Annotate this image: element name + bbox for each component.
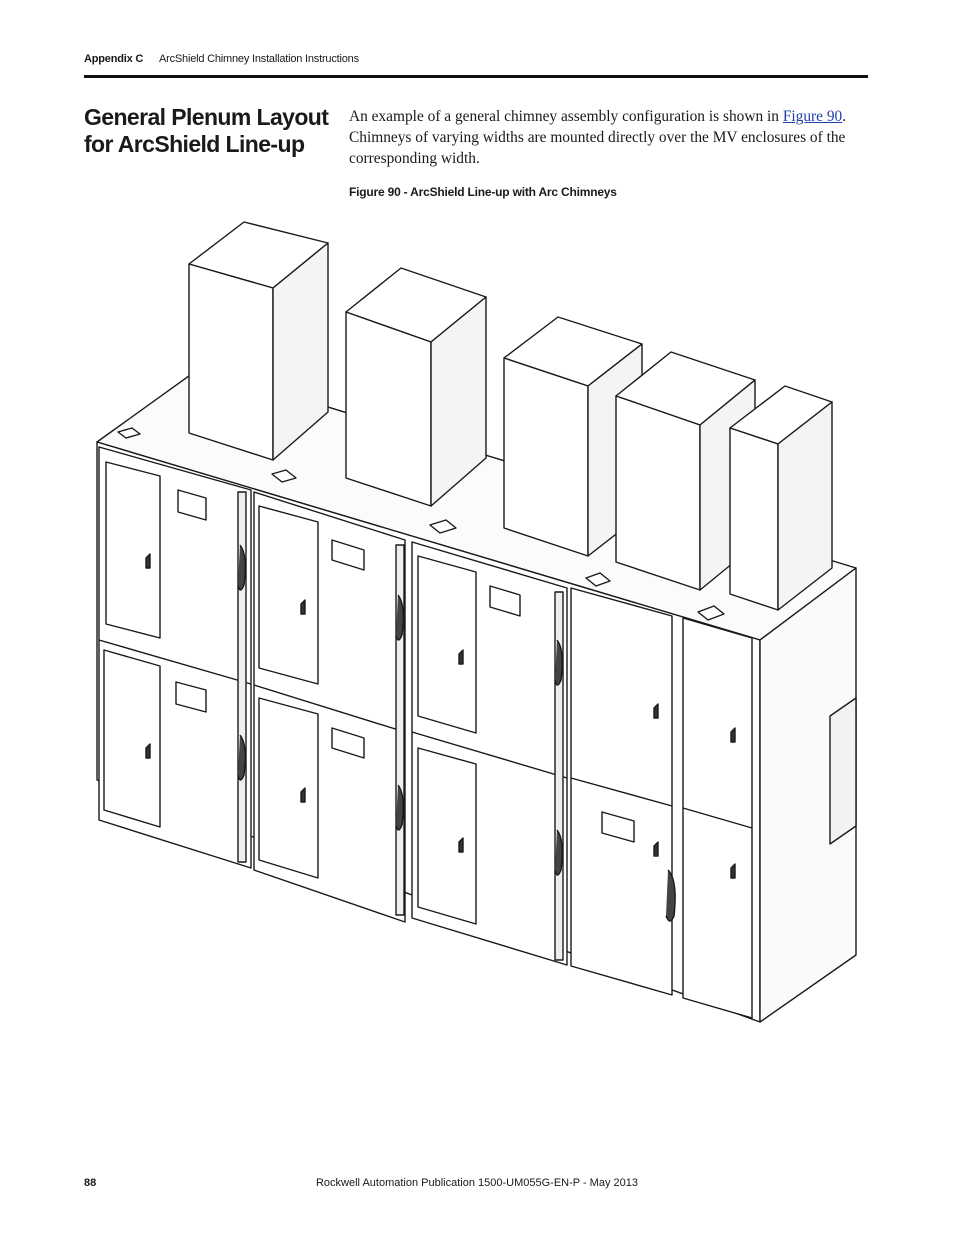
deck-access-plates — [117, 427, 725, 621]
chimney-5 — [729, 385, 833, 611]
intro-text-after: . Chimneys of varying widths are mounted… — [349, 108, 847, 167]
chimney-2 — [345, 267, 487, 507]
figure-link[interactable]: Figure 90 — [782, 108, 843, 125]
header-appendix: Appendix C — [84, 53, 144, 65]
page-number: 88 — [84, 1177, 97, 1189]
cabinet-2 — [253, 491, 406, 923]
figure-caption: Figure 90 - ArcShield Line-up with Arc C… — [349, 185, 617, 199]
cabinet-3 — [411, 541, 568, 966]
chimney-3 — [503, 316, 643, 557]
intro-paragraph: An example of a general chimney assembly… — [349, 106, 869, 169]
header-rule — [84, 75, 868, 78]
cabinet-5 — [682, 617, 857, 1019]
section-title: General Plenum Layout for ArcShield Line… — [84, 104, 329, 157]
page-header: Appendix C ArcShield Chimney Installatio… — [84, 53, 359, 65]
cabinet-1 — [98, 446, 252, 869]
cabinet-4 — [570, 587, 676, 996]
arcshield-lineup-figure — [96, 221, 857, 1023]
publication-info: Rockwell Automation Publication 1500-UM0… — [315, 1177, 638, 1189]
chimney-1 — [188, 221, 329, 461]
header-section-title: ArcShield Chimney Installation Instructi… — [159, 53, 359, 65]
intro-text-before: An example of a general chimney assembly… — [349, 108, 783, 125]
